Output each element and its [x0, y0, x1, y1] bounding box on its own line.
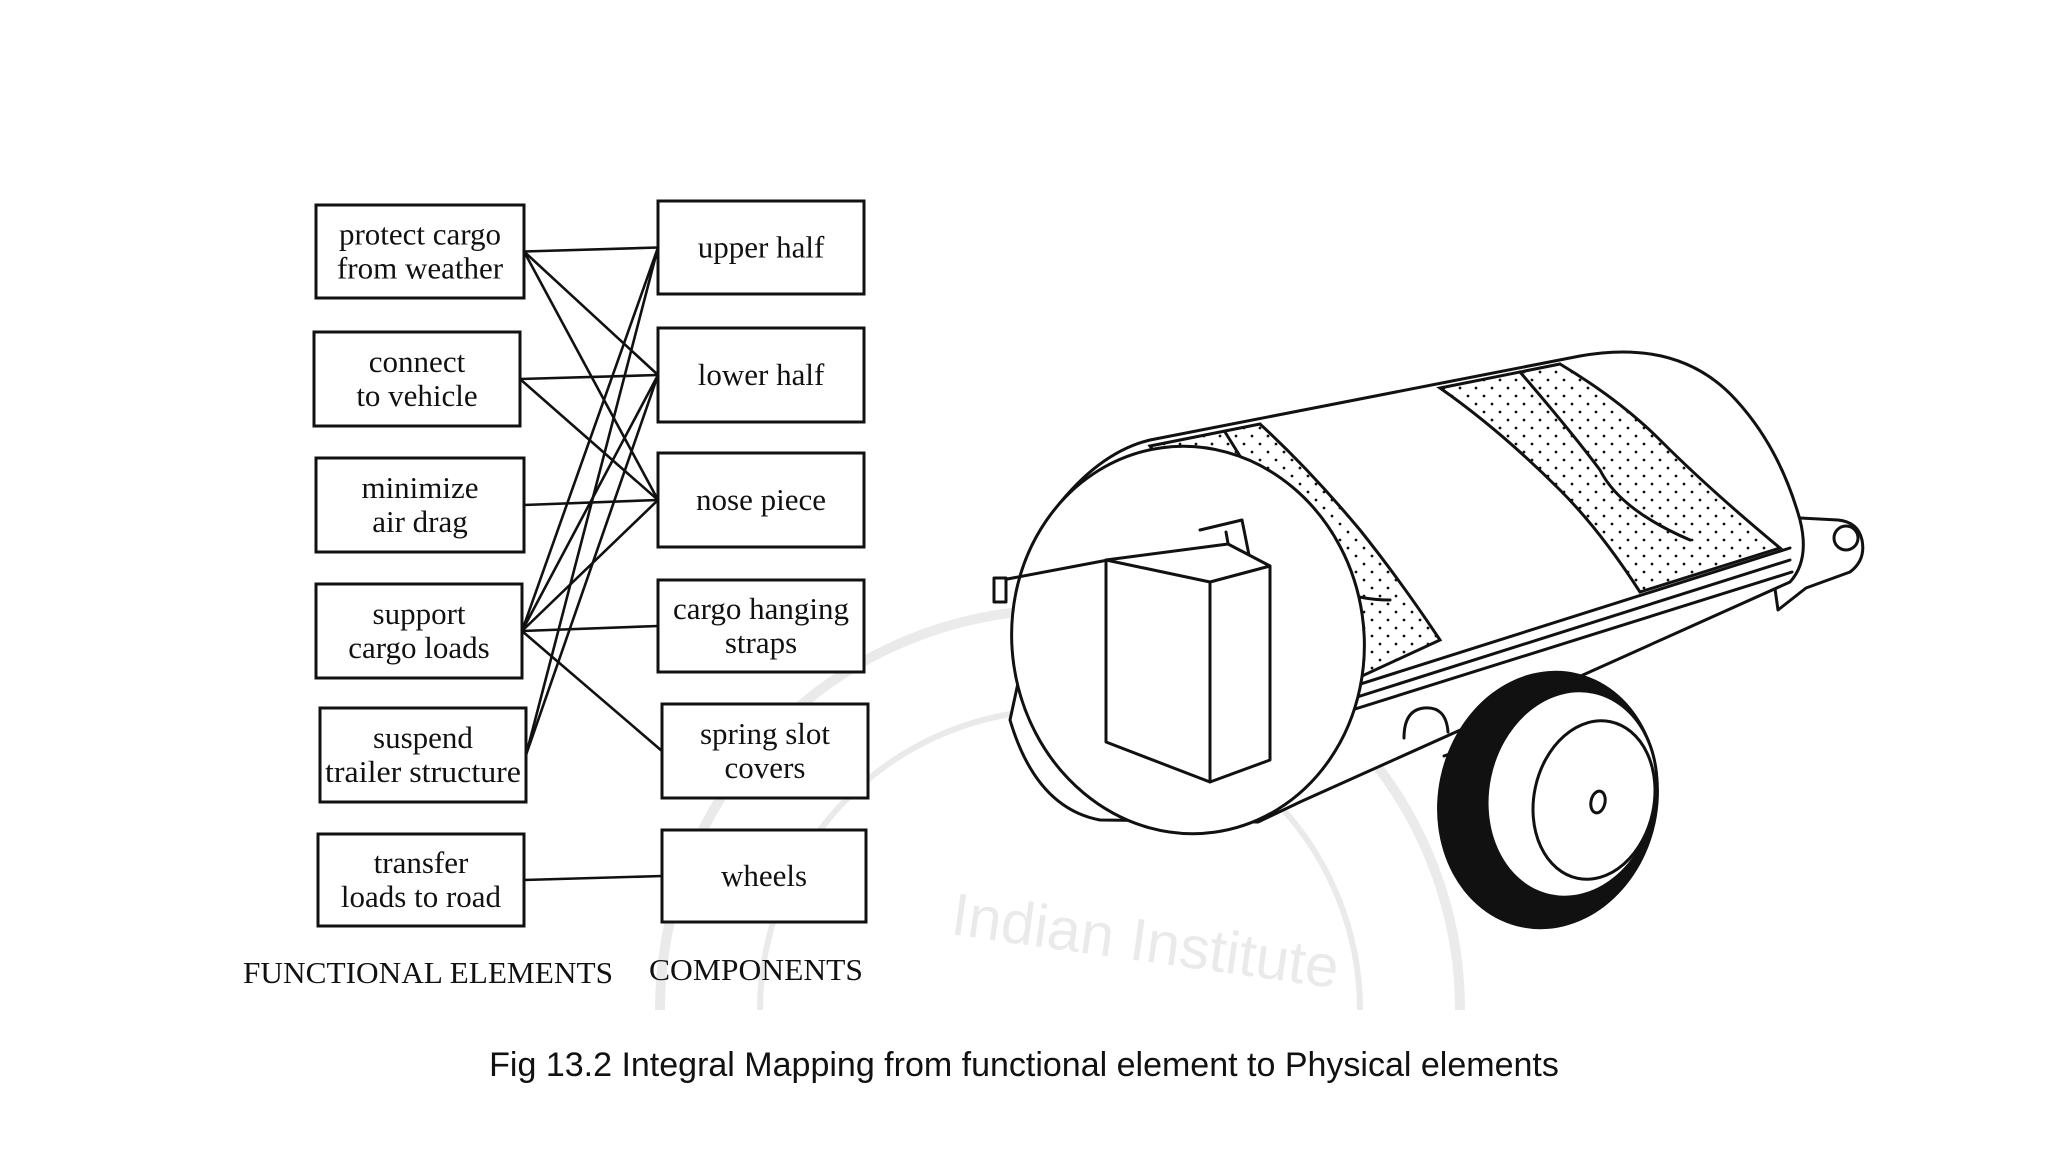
- mapping-link-f4-c4: [521, 624, 659, 633]
- functional-element-label-line: from weather: [337, 251, 504, 286]
- functional-element-box-frame: [314, 203, 526, 300]
- component-box-frame: [656, 451, 866, 549]
- component-box-frame: [660, 828, 868, 924]
- mapping-link-f4-c2: [520, 374, 660, 632]
- upper-half-panel-back: [1436, 362, 1784, 594]
- component-label-line: straps: [725, 625, 797, 660]
- component-label-line: spring slot: [700, 716, 830, 751]
- mapping-links: [519, 246, 663, 882]
- component-label-line: cargo hanging: [673, 591, 849, 626]
- component-box-c2: lower half: [656, 326, 866, 424]
- component-box-c1: upper half: [656, 199, 866, 296]
- mapping-link-f5-c1: [524, 247, 660, 756]
- components-column: upper half lower half nose piece cargo hang…: [656, 199, 870, 924]
- trailer-illustration: [992, 350, 1865, 930]
- functional-element-label-line: protect cargo: [339, 217, 501, 252]
- component-box-frame: [656, 578, 866, 674]
- wheel: [1437, 670, 1659, 930]
- mapping-link-f4-c5: [521, 630, 663, 752]
- component-label-line: nose piece: [696, 482, 826, 517]
- component-label-line: wheels: [721, 858, 807, 893]
- mapping-link-f2-c2: [519, 373, 659, 381]
- mapping-link-f6-c6: [523, 874, 663, 882]
- component-label-line: lower half: [698, 357, 825, 392]
- component-box-frame: [656, 326, 866, 424]
- cargo-box: [1104, 542, 1272, 784]
- mapping-link-f5-c2: [524, 374, 660, 756]
- mapping-link-f1-c1: [523, 246, 659, 253]
- component-box-frame: [656, 199, 866, 296]
- figure-caption: Fig 13.2 Integral Mapping from functiona…: [489, 1046, 1559, 1084]
- svg-text:Indian Institute: Indian Institute: [948, 881, 1344, 1002]
- functional-element-label-line: loads to road: [341, 879, 502, 914]
- component-box-frame: [660, 702, 870, 800]
- functional-element-label-line: to vehicle: [356, 378, 477, 413]
- functional-element-box-frame: [312, 330, 522, 428]
- functional-element-label-line: cargo loads: [348, 630, 489, 665]
- component-box-c3: nose piece: [656, 451, 866, 549]
- component-label-line: covers: [725, 750, 806, 785]
- functional-elements-title: FUNCTIONAL ELEMENTS: [243, 955, 613, 990]
- functional-element-label-line: transfer: [374, 845, 469, 880]
- functional-element-label-line: suspend: [373, 720, 473, 755]
- functional-element-label-line: trailer structure: [325, 754, 521, 789]
- component-box-c6: wheels: [660, 828, 868, 924]
- functional-element-label-line: minimize: [361, 470, 478, 505]
- functional-element-box-frame: [314, 456, 526, 554]
- functional-element-box-frame: [314, 582, 524, 680]
- functional-element-box-frame: [318, 706, 528, 804]
- mapping-link-f1-c2: [523, 250, 659, 376]
- components-title: COMPONENTS: [649, 952, 863, 987]
- mapping-link-f4-c1: [520, 247, 660, 632]
- functional-element-label-line: connect: [369, 344, 466, 379]
- mapping-link-f4-c3: [521, 499, 659, 632]
- functional-element-box-frame: [316, 832, 526, 928]
- functional-element-label-line: support: [373, 596, 466, 631]
- component-label-line: upper half: [698, 230, 825, 265]
- functional-element-label-line: air drag: [372, 504, 468, 539]
